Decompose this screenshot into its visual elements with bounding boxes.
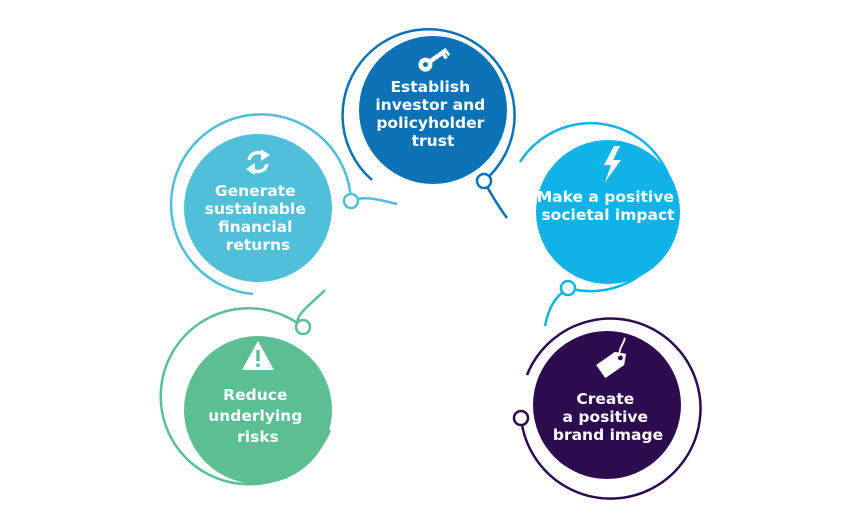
refresh-arrows-icon <box>246 149 270 175</box>
node-brand-line: a positive <box>563 408 648 426</box>
risks-connector-dot <box>294 318 312 336</box>
node-trust-line: investor and <box>375 96 485 114</box>
trust-outer-ring <box>341 28 516 182</box>
node-returns-line: sustainable <box>205 200 306 218</box>
lightning-bolt-icon <box>604 146 621 182</box>
brand-outer-ring <box>519 317 702 500</box>
node-brand-circle <box>533 331 681 479</box>
node-risks-line: underlying <box>208 407 302 425</box>
node-trust-line: Establish <box>390 78 470 96</box>
node-impact-circle <box>536 140 680 284</box>
returns-connector-dot <box>342 192 360 210</box>
node-risks-line: Reduce <box>223 386 287 404</box>
node-impact-label: Make a positive societal impact <box>537 188 680 224</box>
trust-connector-dot <box>475 172 493 190</box>
node-brand-label: Create a positive brand image <box>553 390 663 444</box>
brand-connector-dot <box>512 409 530 427</box>
node-risks-label: Reduce underlying risks <box>208 386 308 446</box>
node-risks-line: risks <box>237 428 279 446</box>
node-trust-circle <box>359 36 507 184</box>
impact-connector-dot <box>559 279 577 297</box>
node-returns-line: Generate <box>215 182 296 200</box>
warning-triangle-icon <box>242 341 274 370</box>
node-brand-line: brand image <box>553 426 663 444</box>
node-trust-label: Establish investor and policyholder trus… <box>375 78 490 150</box>
node-returns-line: returns <box>226 236 291 254</box>
node-impact-line: Make a positive <box>537 188 674 206</box>
node-impact-line: societal impact <box>541 206 675 224</box>
price-tag-icon <box>596 337 627 379</box>
node-trust-line: trust <box>412 132 455 150</box>
node-trust-line: policyholder <box>376 114 484 132</box>
key-icon <box>418 47 451 72</box>
node-brand-line: Create <box>576 390 634 408</box>
node-returns-label: Generate sustainable financial returns <box>205 182 312 254</box>
node-returns-circle <box>184 134 332 282</box>
node-returns-line: financial <box>218 218 292 236</box>
returns-outer-ring <box>169 113 353 296</box>
node-risks-circle <box>184 336 332 484</box>
